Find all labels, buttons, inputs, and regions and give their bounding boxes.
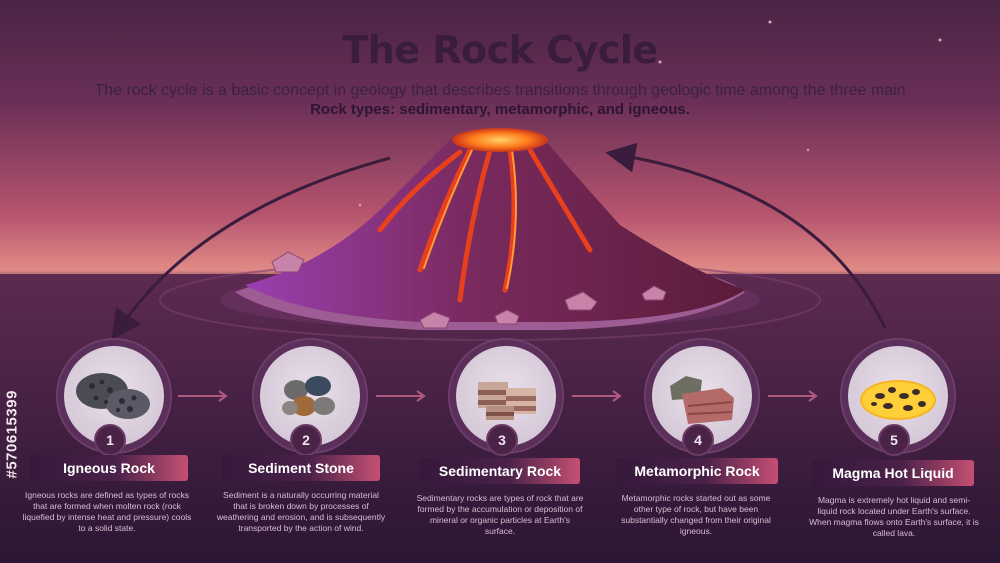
stage-3-description: Sedimentary rocks are types of rock that… [416, 493, 584, 536]
cycle-arrow-left [111, 156, 391, 341]
page-title: The Rock Cycle [342, 28, 658, 72]
stage-4-description: Metamorphic rocks started out as some ot… [621, 493, 771, 536]
volcano [245, 135, 745, 322]
stage-5-circle [842, 340, 954, 452]
stage-5-title: Magma Hot Liquid [812, 460, 974, 486]
page-subtitle: The rock cycle is a basic concept in geo… [94, 82, 906, 99]
layered-rock-icon [478, 382, 536, 420]
stage-5-number: 5 [878, 424, 910, 456]
stage-arrows [178, 390, 818, 402]
stage-4-number: 4 [682, 424, 714, 456]
stage-1-number: 1 [94, 424, 126, 456]
stage-2-description: Sediment is a naturally occurring materi… [216, 490, 386, 533]
stage-3-title: Sedimentary Rock [420, 458, 580, 484]
stage-1-description: Igneous rocks are defined as types of ro… [22, 490, 192, 533]
magma-icon [860, 380, 936, 420]
stage-4-title: Metamorphic Rock [616, 458, 778, 484]
pebbles-icon [282, 376, 335, 416]
stage-5-description: Magma is extremely hot liquid and semi-l… [809, 495, 979, 538]
stage-2-title: Sediment Stone [222, 455, 380, 481]
stage-1-title: Igneous Rock [30, 455, 188, 481]
stage-3-number: 3 [486, 424, 518, 456]
cycle-arrow-right [605, 142, 887, 329]
page-subtitle-bold: Rock types: sedimentary, metamorphic, an… [310, 101, 690, 118]
lava-streams [377, 147, 593, 303]
stage-2-number: 2 [290, 424, 322, 456]
metamorphic-rock-icon [670, 376, 734, 424]
stock-id-watermark: #570615399 [3, 390, 21, 479]
porous-rock-icon [76, 373, 150, 419]
crater [452, 128, 548, 152]
